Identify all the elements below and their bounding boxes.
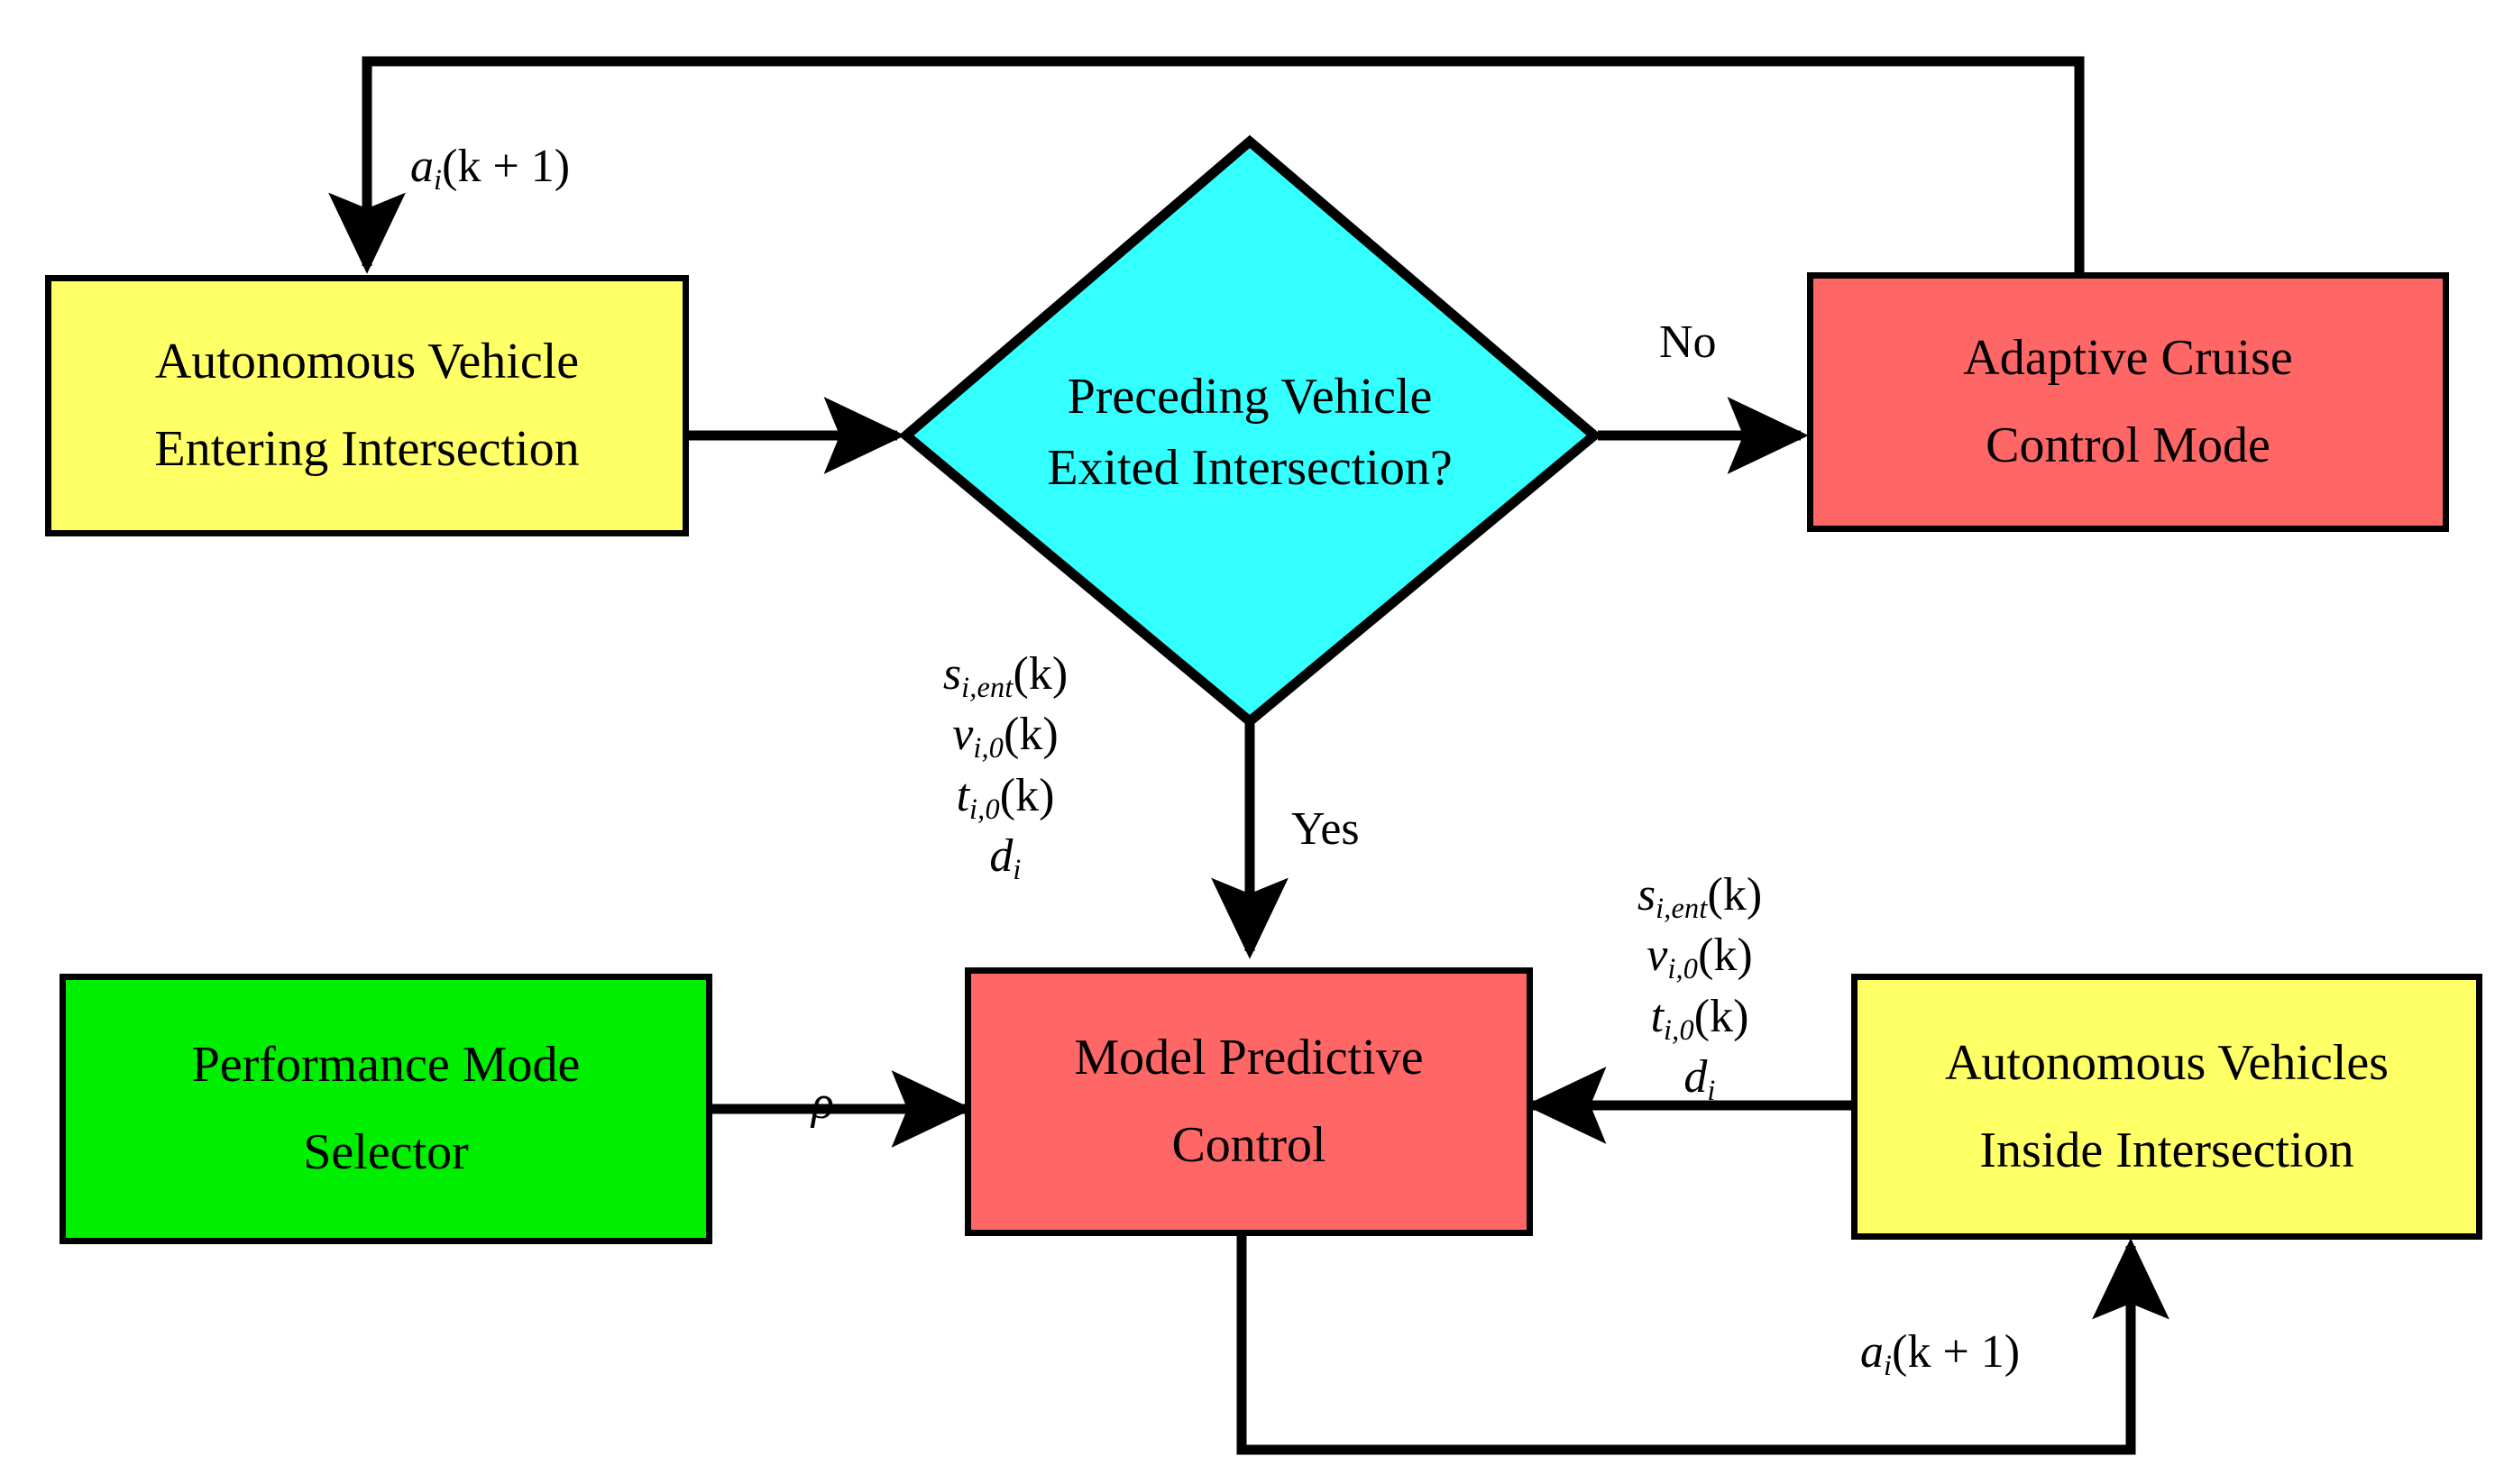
state-var-s: si,ent(k): [1637, 866, 1762, 926]
math-base: s: [942, 648, 962, 700]
math-base: t: [956, 769, 970, 821]
edge-label-no: No: [1659, 316, 1717, 368]
node-adaptive-cruise-control-mode[interactable]: Adaptive Cruise Control Mode: [1807, 272, 2449, 532]
node-label-line1: Autonomous Vehicle: [154, 334, 580, 390]
state-var-d: di: [989, 827, 1021, 887]
math-arg: (k + 1): [442, 141, 571, 192]
edge-mpc-feedback-to-inside: [1236, 1236, 2169, 1455]
node-label-line1: Adaptive Cruise: [1963, 330, 2293, 387]
state-var-d: di: [1683, 1048, 1715, 1108]
node-autonomous-vehicle-entering-intersection[interactable]: Autonomous Vehicle Entering Intersection: [45, 275, 689, 536]
math-sub: i,0: [1664, 1012, 1694, 1046]
node-performance-mode-selector[interactable]: Performance Mode Selector: [60, 974, 712, 1244]
math-base: v: [952, 709, 974, 761]
node-label-line2: Inside Intersection: [1979, 1122, 2354, 1178]
math-arg: (k): [1693, 990, 1749, 1042]
node-label-line2: Control Mode: [1986, 417, 2270, 473]
node-label-line2: Selector: [303, 1124, 469, 1180]
math-arg: (k): [1004, 709, 1059, 761]
math-arg: (k + 1): [1892, 1326, 2021, 1378]
edge-acc-feedback-to-entering: [328, 56, 2085, 274]
math-base: a: [410, 141, 434, 192]
edge-label-yes: Yes: [1291, 803, 1360, 855]
math-arg: (k): [1013, 648, 1069, 700]
math-base: v: [1647, 930, 1668, 982]
node-model-predictive-control[interactable]: Model Predictive Control: [965, 967, 1533, 1236]
state-stack-left: si,ent(k) vi,0(k) ti,0(k) di: [875, 645, 1136, 887]
math-arg: (k): [999, 769, 1055, 821]
edge-label-rho: ρ: [812, 1077, 834, 1129]
edge-label-acceleration-bottom: ai(k + 1): [1860, 1325, 2020, 1382]
math-sub: i: [1707, 1073, 1716, 1106]
math-sub: i: [434, 163, 443, 197]
state-var-v: vi,0(k): [952, 705, 1058, 765]
state-var-t: ti,0(k): [1651, 987, 1749, 1048]
math-sub: i,0: [1667, 952, 1699, 985]
math-base: d: [989, 829, 1014, 882]
math-base: t: [1650, 990, 1665, 1042]
state-var-t: ti,0(k): [957, 766, 1055, 827]
math-sub: i: [1884, 1349, 1893, 1382]
state-stack-right: si,ent(k) vi,0(k) ti,0(k) di: [1569, 866, 1830, 1108]
edge-label-acceleration-top: ai(k + 1): [410, 140, 570, 197]
math-arg: (k): [1707, 869, 1763, 921]
math-sub: i,0: [969, 792, 1000, 825]
math-sub: i,ent: [961, 671, 1014, 704]
math-base: d: [1683, 1050, 1708, 1103]
math-sub: i: [1013, 852, 1022, 885]
state-var-s: si,ent(k): [943, 645, 1068, 705]
node-label-line2: Entering Intersection: [154, 421, 580, 477]
state-var-v: vi,0(k): [1647, 926, 1752, 986]
decision-diamond-shape: [898, 134, 1602, 728]
node-label-line1: Performance Mode: [191, 1037, 581, 1094]
node-label-line1: Model Predictive: [1074, 1030, 1424, 1086]
math-sub: i,ent: [1656, 892, 1708, 925]
math-base: s: [1637, 869, 1656, 921]
node-label-line2: Control: [1171, 1117, 1326, 1173]
node-label-line1: Autonomous Vehicles: [1944, 1034, 2390, 1091]
math-base: a: [1860, 1326, 1884, 1378]
math-sub: i,0: [973, 731, 1004, 765]
node-autonomous-vehicles-inside-intersection[interactable]: Autonomous Vehicles Inside Intersection: [1851, 974, 2482, 1240]
math-arg: (k): [1698, 930, 1753, 982]
